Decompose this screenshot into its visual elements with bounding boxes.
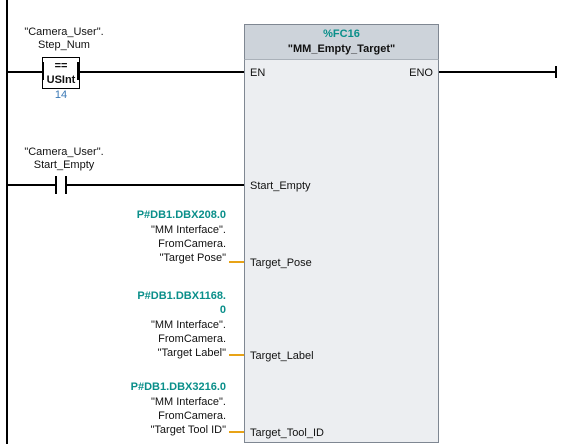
param-target-label-line1: "MM Interface". xyxy=(150,319,226,331)
param-target-pose-address[interactable]: P#DB1.DBX208.0 xyxy=(136,209,226,221)
compare-value: 14 xyxy=(54,89,68,101)
connector-target-tool-id xyxy=(229,431,244,433)
fb-pin-en: EN xyxy=(250,67,266,79)
fb-name: "MM_Empty_Target" xyxy=(287,43,396,55)
no-contact-right[interactable] xyxy=(65,176,67,194)
contact-operand-line2: Start_Empty xyxy=(33,159,95,171)
connector-target-label xyxy=(229,354,244,356)
compare-operand-line1: "Camera_User". xyxy=(24,26,104,38)
rung1-wire-left xyxy=(8,71,42,73)
rung1-wire-mid xyxy=(79,71,244,73)
fb-pin-target-pose: Target_Pose xyxy=(250,257,312,269)
param-target-pose-line1: "MM Interface". xyxy=(150,224,226,236)
param-target-pose-line3: "Target Pose" xyxy=(159,252,226,264)
param-target-label-line2: FromCamera. xyxy=(158,333,226,345)
fb-pin-target-label: Target_Label xyxy=(250,350,314,362)
param-target-tool-id-address[interactable]: P#DB1.DBX3216.0 xyxy=(130,381,226,393)
param-target-label-line3: "Target Label" xyxy=(157,347,226,359)
function-block-body[interactable]: EN ENO Start_Empty Target_Pose Target_La… xyxy=(244,59,439,443)
eno-output-wire xyxy=(438,71,556,73)
rung2-wire-left xyxy=(8,184,55,186)
fb-pin-eno: ENO xyxy=(409,67,433,79)
param-target-label-address-line2[interactable]: 0 xyxy=(219,304,226,316)
param-target-tool-id-line3: "Target Tool ID" xyxy=(150,424,226,436)
connector-target-pose xyxy=(229,261,244,263)
param-target-tool-id-line2: FromCamera. xyxy=(158,410,226,422)
param-target-tool-id-line1: "MM Interface". xyxy=(150,396,226,408)
compare-operand-line2: Step_Num xyxy=(38,39,90,51)
compare-contact-right xyxy=(77,62,79,80)
rung1-end-tick xyxy=(555,66,557,78)
fb-address: %FC16 xyxy=(323,28,360,40)
contact-operand-line1: "Camera_User". xyxy=(24,146,104,158)
rung2-wire-right xyxy=(67,184,244,186)
param-target-label-address-line1[interactable]: P#DB1.DBX1168. xyxy=(137,290,226,302)
no-contact-left[interactable] xyxy=(55,176,57,194)
fb-pin-start-empty: Start_Empty xyxy=(250,180,311,192)
compare-operator: == xyxy=(54,60,68,72)
function-block-header[interactable]: %FC16 "MM_Empty_Target" xyxy=(244,24,439,60)
power-rail xyxy=(6,0,8,444)
compare-datatype: USInt xyxy=(46,74,76,86)
compare-contact-left xyxy=(42,62,44,80)
param-target-pose-line2: FromCamera. xyxy=(158,238,226,250)
fb-pin-target-tool-id: Target_Tool_ID xyxy=(250,427,324,439)
